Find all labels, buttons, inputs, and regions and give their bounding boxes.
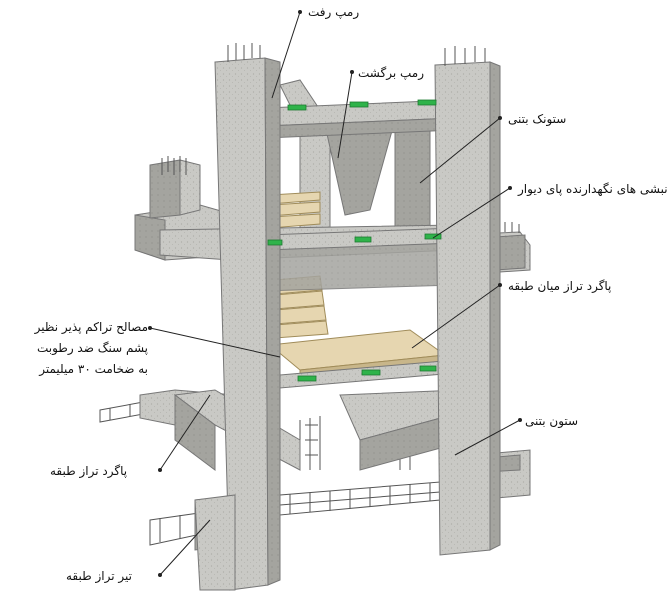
label-compressible-line-3: به ضخامت ۳۰ میلیمتر — [39, 362, 148, 376]
label-ramp-up: رمپ رفت — [308, 5, 360, 19]
label-concrete-post: ستونک بتنی — [508, 112, 567, 126]
label-wall-retaining-angles: نبشی های نگهدارنده پای دیوار — [518, 182, 668, 196]
green-angle-plates — [267, 99, 442, 382]
label-floor-beam: تیر تراز طبقه — [66, 569, 132, 583]
label-compressible-material: مصالح تراکم پذیر نظیر پشم سنگ ضد رطوبت ب… — [18, 320, 148, 383]
label-concrete-column: ستون بتنی — [525, 414, 579, 428]
front-ground-beam — [194, 494, 236, 591]
label-floor-landing: پاگرد تراز طبقه — [50, 464, 128, 478]
leader-lines — [149, 11, 521, 576]
middle-level-beam — [159, 224, 456, 293]
label-compressible-line-1: مصالح تراکم پذیر نظیر — [34, 320, 148, 334]
leader-dots — [148, 10, 522, 577]
label-compressible-line-2: پشم سنگ ضد رطوبت — [36, 341, 148, 355]
label-ramp-return: رمپ برگشت — [358, 66, 424, 80]
main-column-left — [214, 43, 281, 591]
main-column-right — [434, 46, 501, 556]
label-mid-landing: پاگرد تراز میان طبقه — [508, 279, 612, 293]
